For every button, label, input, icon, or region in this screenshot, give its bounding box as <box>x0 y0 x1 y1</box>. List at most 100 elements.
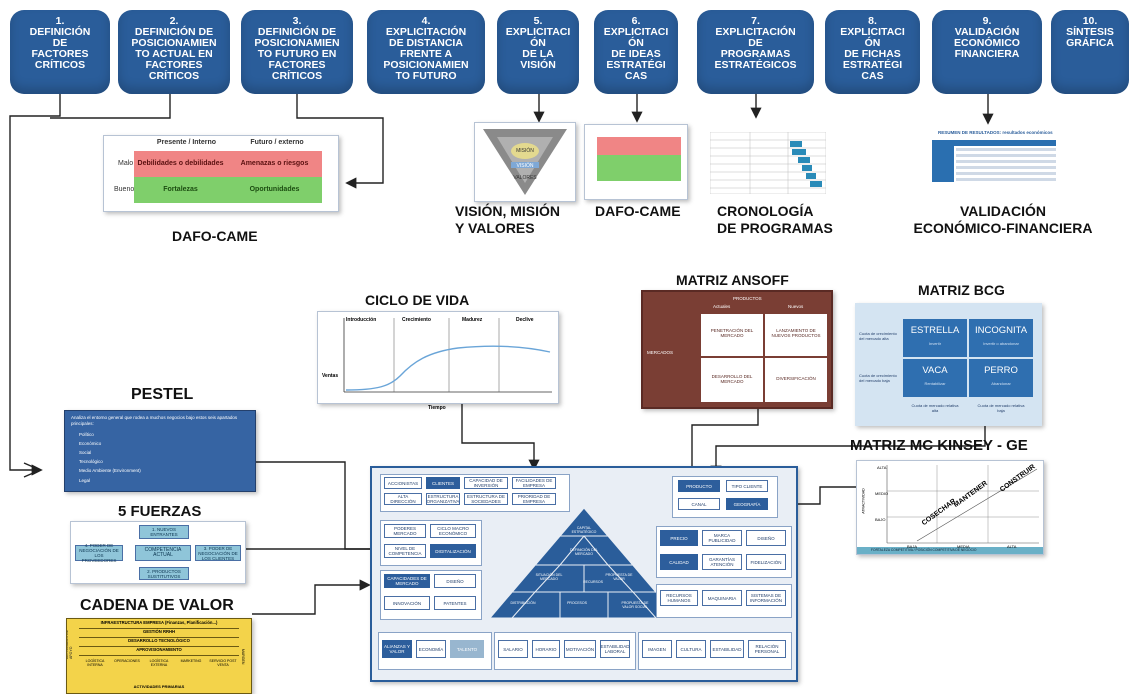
sint-box-clientes: CLIENTES <box>426 477 460 489</box>
bcg-row1: Cuota de crecimiento del mercado alta <box>859 331 897 341</box>
ansoff-cell-3 <box>701 358 763 402</box>
step-1[interactable]: 1.DEFINICIÓN DE FACTORES CRÍTICOS <box>10 10 110 94</box>
pyr-recursos: RECURSOS <box>583 580 603 584</box>
step-6[interactable]: 6.EXPLICITACI ÓN DE IDEAS ESTRATÉGI CAS <box>594 10 678 94</box>
step-10[interactable]: 10.SÍNTESIS GRÁFICA <box>1051 10 1129 94</box>
step-label: EXPLICITACIÓN DE DISTANCIA FRENTE A POSI… <box>383 26 469 82</box>
step-5[interactable]: 5.EXPLICITACI ÓN DE LA VISIÓN <box>497 10 579 94</box>
step-number: 10. <box>1082 15 1098 27</box>
step-number: 4. <box>421 15 431 27</box>
mck-ylabel: ATRACTIVIDAD <box>861 488 866 514</box>
dafo-threat-text: Amenazas o riesgos <box>240 160 309 167</box>
sint-geografia: GEOGRAFÍA <box>726 498 768 510</box>
sint-canal: CANAL <box>678 498 720 510</box>
step-number: 5. <box>533 15 543 27</box>
bcg-vaca-sub: Rentabilizar <box>924 381 946 386</box>
mck-x-baja: BAJA <box>907 544 918 549</box>
ciclo-vida-title: CICLO DE VIDA <box>365 292 470 308</box>
validacion-thumb: RESUMEN DE RESULTADOS: resultados económ… <box>930 128 1060 186</box>
fuerza-competencia: COMPETENCIA ACTUAL <box>135 545 191 561</box>
bcg-perro-sub: Abandonar <box>991 381 1011 386</box>
step-4[interactable]: 4.EXPLICITACIÓN DE DISTANCIA FRENTE A PO… <box>367 10 485 94</box>
sint-estabilidad: ESTABILIDAD <box>710 640 744 658</box>
cadena-bottom: ACTIVIDADES PRIMARIAS <box>133 684 185 689</box>
sint-box-accionistas: ACCIONISTAS <box>384 477 422 489</box>
vision-thumb: MISIÓN VISIÓN VALORES <box>474 122 576 202</box>
mckinsey-matrix: ALTA MEDIO BAJO BAJA MEDIA ALTA CONSTRUI… <box>856 460 1044 555</box>
step-2[interactable]: 2.DEFINICIÓN DE POSICIONAMIEN TO ACTUAL … <box>118 10 230 94</box>
sint-diseno: DISEÑO <box>434 574 476 588</box>
dafo-threat-cell <box>227 151 322 177</box>
sint-patentes: PATENTES <box>434 596 476 610</box>
dafo-opp-cell <box>227 177 322 203</box>
ansoff-cell-2-text: LANZAMIENTO DE NUEVOS PRODUCTOS <box>771 328 821 338</box>
pyr-prop-social: PROPUESTA DE VALOR SOCIAL <box>621 601 649 609</box>
sint-box-estr-soc: ESTRUCTURA DE SOCIEDADES <box>464 493 508 505</box>
sint-talento: TALENTO <box>450 640 484 658</box>
cadena-row-3: DESARROLLO TECNOLÓGICO <box>79 638 239 647</box>
dafo-side-bad: Malo <box>118 160 134 167</box>
bcg-cell-incognita <box>969 319 1033 357</box>
dafo-strength-cell <box>134 177 227 203</box>
step-label: EXPLICITACI ÓN DE LA VISIÓN <box>505 26 571 71</box>
step-label: EXPLICITACIÓN DE PROGRAMAS ESTRATÉGICOS <box>714 26 797 71</box>
dafo-header-right: Futuro / externo <box>250 139 304 146</box>
pestel-item-5: Medio Ambiente (Environment) <box>79 468 141 473</box>
step-number: 7. <box>751 15 760 27</box>
step-number: 3. <box>292 15 302 27</box>
step-9[interactable]: 9.VALIDACIÓN ECONÓMICO FINANCIERA <box>932 10 1042 94</box>
sint-estab-lab: ESTABILIDAD LABORAL <box>600 640 630 658</box>
pestel-box: Analiza el entorno general que rodea a m… <box>64 410 256 492</box>
dafo-small-strength <box>597 155 641 181</box>
sint-relacion: RELACIÓN PERSONAL <box>748 640 786 658</box>
sint-ciclo-macro: CICLO MACRO ECONÓMICO <box>430 524 476 538</box>
sint-maquinaria: MAQUINARIA <box>702 590 742 606</box>
ansoff-matrix: PRODUCTOS Actuales Nuevos MERCADOS PENET… <box>641 290 833 409</box>
step-8[interactable]: 8.EXPLICITACI ÓN DE FICHAS ESTRATÉGI CAS <box>825 10 920 94</box>
dafo-came-small-title: DAFO-CAME <box>595 203 681 219</box>
ciclo-phase-3: Madurez <box>462 317 483 323</box>
cadena-col-2: OPERACIONES <box>114 659 140 663</box>
fuerza-proveedores: 4. PODER DE NEGOCIACIÓN DE LOS PROVEEDOR… <box>75 543 123 563</box>
cadena-margen: MARGEN <box>241 649 245 665</box>
dafo-weak-cell <box>134 151 227 177</box>
mck-y-alta: ALTA <box>877 465 887 470</box>
ciclo-phase-2: Crecimiento <box>402 317 431 323</box>
mck-x-media: MEDIA <box>957 544 970 549</box>
cadena-col-5: SERVICIO POST VENTA <box>209 659 237 667</box>
sint-fidelizacion: FIDELIZACIÓN <box>746 554 786 570</box>
ciclo-vida-curve <box>343 318 552 393</box>
ansoff-nuevos: Nuevos <box>788 304 804 309</box>
pyr-capital: CAPITAL ESTRATÉGICO <box>571 526 597 534</box>
fuerza-sustitutivos: 2. PRODUCTOS SUSTITUTIVOS <box>139 567 189 580</box>
sintesis-pyramid <box>488 507 680 619</box>
gantt-chart <box>710 132 826 194</box>
cronologia-thumb <box>710 132 826 194</box>
sintesis-grafica-diagram: ACCIONISTAS CLIENTES CAPACIDAD DE INVERS… <box>370 466 798 682</box>
dafo-side-good: Bueno <box>114 186 135 193</box>
ciclo-phase-4: Declive <box>516 317 534 323</box>
sint-calidad: CALIDAD <box>660 554 698 570</box>
pyr-situacion: SITUACIÓN DEL MERCADO <box>535 573 563 581</box>
fuerza-clientes: 3. PODER DE NEGOCIACIÓN DE LOS CLIENTES <box>195 545 241 561</box>
pestel-intro: Analiza el entorno general que rodea a m… <box>71 415 238 426</box>
cronologia-title: CRONOLOGÍA DE PROGRAMAS <box>717 203 833 236</box>
sint-box-facilidades: FACILIDADES DE EMPRESA <box>512 477 556 489</box>
step-3[interactable]: 3.DEFINICIÓN DE POSICIONAMIEN TO FUTURO … <box>241 10 353 94</box>
bcg-col1: Cuota de mercado relativa alta <box>911 403 959 413</box>
ansoff-cell-4 <box>765 358 827 402</box>
step-label: DEFINICIÓN DE POSICIONAMIEN TO ACTUAL EN… <box>131 26 217 82</box>
mck-y-bajo: BAJO <box>875 517 886 522</box>
ciclo-phase-1: Introducción <box>346 317 377 323</box>
validacion-title: VALIDACIÓN ECONÓMICO-FINANCIERA <box>913 203 1093 236</box>
vision-title: VISIÓN, MISIÓN Y VALORES <box>455 203 561 236</box>
bcg-perro-title: PERRO <box>984 365 1018 376</box>
ansoff-actuales: Actuales <box>713 304 731 309</box>
step1-connector <box>9 94 61 476</box>
vmv-mision: MISIÓN <box>516 148 534 154</box>
sint-economia: ECONOMÍA <box>416 640 446 658</box>
fuerzas-title: 5 FUERZAS <box>118 503 202 520</box>
step-7[interactable]: 7.EXPLICITACIÓN DE PROGRAMAS ESTRATÉGICO… <box>697 10 814 94</box>
pestel-item-2: Económico <box>79 441 102 446</box>
mckinsey-title: MATRIZ MC KINSEY - GE <box>850 437 1028 454</box>
